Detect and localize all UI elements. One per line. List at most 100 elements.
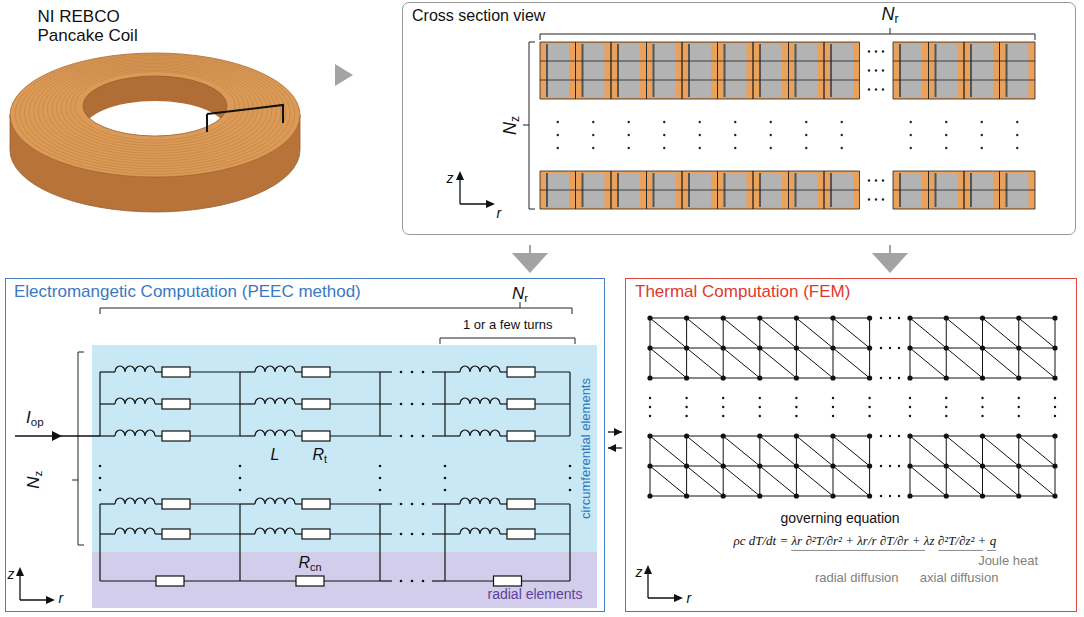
cross-section-grid xyxy=(540,42,1035,209)
fem-mesh xyxy=(980,493,985,498)
cross-section-grid xyxy=(688,44,711,97)
fem-mesh xyxy=(867,433,872,438)
cross-section-grid xyxy=(557,134,559,136)
fem-mesh xyxy=(946,348,982,378)
cross-section-grid xyxy=(859,42,860,99)
fem-mesh xyxy=(721,463,726,468)
cross-section-grid xyxy=(546,44,569,97)
cross-section-grid xyxy=(717,171,718,209)
cross-section-grid xyxy=(893,171,894,209)
axis-symbol xyxy=(46,596,55,604)
fem-mesh xyxy=(898,317,900,319)
peec-circuit xyxy=(115,430,155,436)
fem-mesh xyxy=(1016,493,1021,498)
peec-circuit xyxy=(330,533,380,534)
coil-windings xyxy=(15,54,295,174)
view-panel: Cross section view xyxy=(402,2,1076,235)
peec-circuit xyxy=(500,533,507,534)
peec-circuit xyxy=(99,465,102,468)
peec-circuit xyxy=(535,503,570,504)
cross-section-grid xyxy=(868,198,870,200)
peec-circuit xyxy=(422,503,425,506)
cross-section-grid xyxy=(576,42,612,99)
fem-mesh xyxy=(794,463,799,468)
fem-mesh xyxy=(867,493,872,498)
cross-section-grid xyxy=(1006,44,1029,97)
cross-section-grid xyxy=(699,121,701,123)
panel-title: Electromangetic Computation (PEEC method… xyxy=(14,282,361,302)
cross-section-grid xyxy=(646,42,647,99)
fem-mesh xyxy=(647,433,652,438)
peec-circuit xyxy=(99,366,572,586)
axis-label: z xyxy=(447,170,454,186)
cross-section-grid xyxy=(540,61,860,62)
fem-mesh xyxy=(909,415,911,417)
peec-circuit xyxy=(190,533,240,534)
governing-equation: ρc dT/dt = λr ∂²T/∂r² + λr/r ∂T/∂r + λz … xyxy=(734,534,997,549)
term-label: radial diffusion xyxy=(815,571,899,586)
fem-mesh xyxy=(945,406,947,408)
peec-circuit xyxy=(500,503,507,504)
cross-section-grid xyxy=(628,121,630,123)
fem-mesh xyxy=(721,315,726,320)
cross-section-grid xyxy=(964,171,965,209)
cross-section-grid xyxy=(611,42,612,99)
fem-mesh xyxy=(1052,375,1057,380)
cross-section-grid xyxy=(788,42,789,99)
cross-section-grid xyxy=(935,44,937,97)
peec-circuit xyxy=(190,403,240,404)
cross-section-grid xyxy=(964,42,1000,99)
peec-circuit xyxy=(239,504,240,581)
cross-section-grid xyxy=(882,198,884,200)
fem-mesh xyxy=(650,318,687,348)
fem-mesh xyxy=(898,377,900,379)
fem-mesh xyxy=(684,433,689,438)
peec-circuit xyxy=(295,503,302,504)
peec-circuit xyxy=(115,366,155,372)
element-label: Rcn xyxy=(299,554,322,572)
cross-section-grid xyxy=(575,42,576,99)
fem-mesh xyxy=(794,375,799,380)
fem-mesh xyxy=(830,375,835,380)
fem-mesh xyxy=(867,463,872,468)
cross-section-grid xyxy=(882,50,884,52)
cross-section-grid xyxy=(653,44,676,97)
peec-circuit xyxy=(115,498,155,504)
panel-title: Thermal Computation (FEM) xyxy=(635,282,850,302)
peec-circuit xyxy=(190,435,240,436)
fem-mesh xyxy=(795,397,797,399)
cross-section-grid xyxy=(646,42,647,99)
cross-section-grid xyxy=(928,171,929,209)
peec-circuit xyxy=(100,403,115,404)
cross-section-grid xyxy=(999,42,1000,99)
peec-circuit xyxy=(100,580,156,581)
dimension-bracket xyxy=(100,302,572,314)
peec-circuit xyxy=(302,399,330,409)
fem-mesh xyxy=(946,436,982,466)
peec-circuit xyxy=(239,489,242,492)
peec-circuit xyxy=(400,435,403,438)
peec-circuit xyxy=(569,504,570,581)
fem-mesh xyxy=(796,466,833,496)
coil-windings xyxy=(29,58,281,166)
cross-section-grid xyxy=(592,134,594,136)
cross-section-grid xyxy=(964,171,965,209)
axis-label: r xyxy=(687,590,692,606)
fem-mesh xyxy=(980,463,985,468)
cross-section-grid xyxy=(928,171,929,209)
fem-mesh xyxy=(867,345,872,350)
fem-mesh xyxy=(649,406,651,408)
fem-mesh xyxy=(907,375,912,380)
fem-mesh xyxy=(868,397,870,399)
peec-circuit xyxy=(99,477,102,480)
cross-section-grid xyxy=(663,147,665,149)
peec-circuit xyxy=(295,533,302,534)
band-label: circumferential elements xyxy=(578,378,593,519)
cross-section-grid xyxy=(841,134,843,136)
peec-circuit xyxy=(295,371,302,372)
fem-mesh xyxy=(830,493,835,498)
fem-mesh xyxy=(898,435,900,437)
cross-section-grid xyxy=(824,171,825,209)
fem-mesh xyxy=(945,415,947,417)
peec-circuit xyxy=(500,435,507,436)
